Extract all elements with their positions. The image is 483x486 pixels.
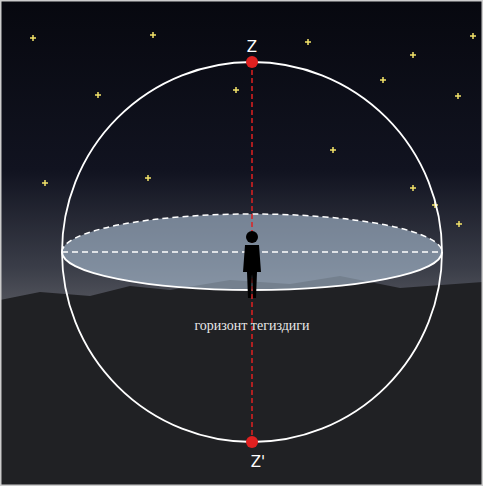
- landscape: [0, 276, 483, 486]
- zenith-label: Z: [247, 39, 257, 56]
- sphere-outline: [62, 62, 442, 442]
- nadir-label: Z': [251, 454, 265, 471]
- zenith-point: [246, 56, 258, 68]
- stars: [30, 32, 476, 227]
- observer: [243, 231, 261, 298]
- nadir-point: [246, 436, 258, 448]
- horizon-label: горизонт тегиздиги: [194, 318, 309, 333]
